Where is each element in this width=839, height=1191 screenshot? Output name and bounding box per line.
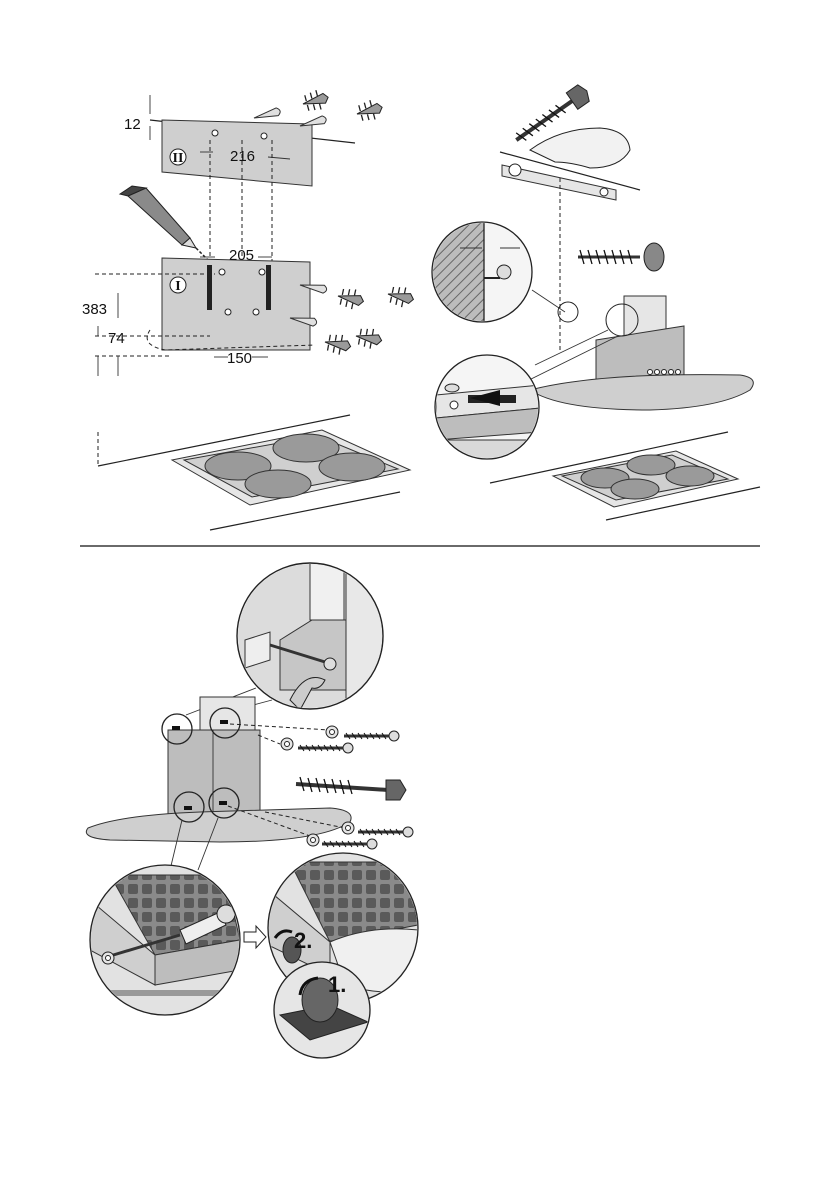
- route-top-2: [258, 735, 280, 744]
- washer-1: [326, 726, 338, 738]
- step-label-second: 2.: [294, 928, 312, 953]
- anchor-upper-1: [300, 88, 330, 114]
- large-wood-screw-icon: [296, 777, 406, 800]
- dimension-top-offset: 12: [124, 116, 141, 133]
- screw-1: [344, 731, 399, 741]
- wall-bracket-diagram: II 12 216 I: [82, 88, 416, 530]
- wall-section-hatch: [430, 220, 484, 330]
- hob-burner-3: [245, 470, 311, 498]
- rail-hole-left: [509, 164, 521, 176]
- screw-head-detail: [497, 265, 511, 279]
- lower-hole-4: [253, 309, 259, 315]
- chimney-top-section: [200, 697, 255, 732]
- screw-3: [358, 827, 413, 837]
- hob-right-burner-3: [611, 479, 659, 499]
- screw-with-plug-icon: [578, 243, 664, 271]
- lower-slot-left: [207, 265, 212, 310]
- hob-burner-4: [319, 453, 385, 481]
- hole-top-left: [172, 726, 180, 730]
- upper-hole-right: [261, 133, 267, 139]
- dimension-bottom-offset: 74: [108, 330, 125, 347]
- wall-plug-upper-1: [253, 107, 281, 122]
- hood-hanging-diagram: [430, 83, 760, 520]
- step-label-first: 1.: [328, 972, 346, 997]
- dimension-bottom-spacing: 150: [227, 350, 252, 367]
- lower-bracket-plate: [162, 258, 310, 350]
- rail-hole-right: [600, 188, 608, 196]
- screw-head: [324, 658, 336, 670]
- canopy-edge-left: [95, 990, 235, 996]
- hole-bottom-right: [219, 801, 227, 805]
- pencil-icon: [120, 186, 210, 262]
- hood-fixing-diagram: 2. 1.: [86, 560, 418, 1058]
- hook-hole: [450, 401, 458, 409]
- next-step-arrow-icon: [244, 926, 266, 948]
- upper-bracket-label: II: [173, 151, 184, 166]
- anchor-lower-3: [323, 332, 352, 356]
- bolt-washer: [102, 952, 114, 964]
- anchor-lower-2: [386, 284, 416, 309]
- washer-2: [281, 738, 293, 750]
- hole-top-right: [220, 720, 228, 724]
- upper-hole-left: [212, 130, 218, 136]
- dimension-upper-spacing: 216: [230, 148, 255, 165]
- hand-icon: [530, 128, 630, 168]
- dimension-plate-height: 383: [82, 301, 107, 318]
- lower-hole-2: [259, 269, 265, 275]
- anchor-upper-2: [354, 98, 384, 124]
- hole-bottom-left: [184, 806, 192, 810]
- hob-right-burner-4: [666, 466, 714, 486]
- washer-4: [307, 834, 319, 846]
- lower-slot-right: [266, 265, 271, 310]
- hook-screw: [445, 384, 459, 392]
- washer-3: [342, 822, 354, 834]
- screw-2: [298, 743, 353, 753]
- screw-4: [322, 839, 377, 849]
- lower-hole-1: [219, 269, 225, 275]
- lower-hole-3: [225, 309, 231, 315]
- hood-canopy: [530, 375, 753, 410]
- anchor-lower-4: [354, 326, 383, 350]
- dimension-lower-spacing: 205: [229, 247, 254, 264]
- anchor-lower-1: [336, 286, 366, 311]
- lower-bracket-label: I: [175, 279, 180, 294]
- detail-marker-circle: [558, 302, 578, 322]
